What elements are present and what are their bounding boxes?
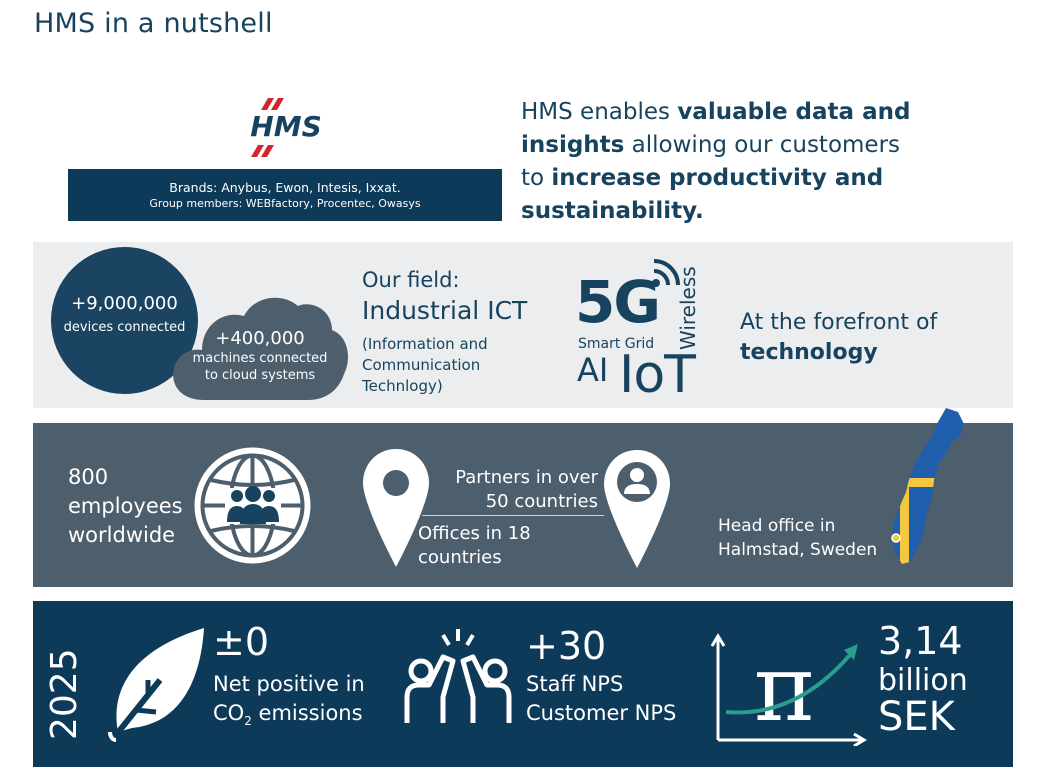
- page-title: HMS in a nutshell: [34, 8, 273, 39]
- co2-label: Net positive in CO2 emissions: [213, 672, 365, 729]
- svg-text:HMS: HMS: [250, 110, 321, 143]
- brands-list: Brands: Anybus, Ewon, Intesis, Ixxat.: [169, 180, 401, 195]
- svg-text:π: π: [754, 635, 814, 742]
- location-pin-person-icon: [604, 450, 670, 568]
- location-pin-icon: [363, 449, 429, 567]
- globe-people-icon: [194, 447, 311, 564]
- hms-logo-icon: HMS: [250, 98, 322, 157]
- field-subtitle: (Information and Communication Technlogy…: [362, 335, 488, 395]
- high-five-icon: [404, 629, 512, 723]
- partners-text: Partners in over 50 countries: [455, 467, 598, 512]
- tagline: HMS enables valuable data and insights a…: [521, 99, 911, 224]
- devices-connected-circle: +9,000,000 devices connected: [51, 247, 198, 394]
- head-office-text: Head office in Halmstad, Sweden: [718, 516, 878, 560]
- target-year: 2025: [44, 648, 85, 740]
- offices-text: Offices in 18 countries: [418, 523, 531, 568]
- tech-wireless: Wireless: [676, 266, 700, 350]
- revenue-unit: billion: [878, 663, 968, 698]
- machines-label-line2: to cloud systems: [204, 368, 316, 383]
- brands-box: Brands: Anybus, Ewon, Intesis, Ixxat. Gr…: [68, 169, 502, 221]
- devices-value: +9,000,000: [71, 293, 178, 314]
- devices-label: devices connected: [63, 320, 186, 335]
- co2-value: ±0: [213, 620, 270, 664]
- tech-5g: 5G: [575, 268, 661, 336]
- machines-label-line1: machines connected: [192, 351, 328, 366]
- tech-iot: IoT: [619, 345, 696, 405]
- pi-growth-chart-icon: π: [710, 633, 867, 746]
- tech-smart-grid: Smart Grid: [578, 336, 655, 352]
- signal-wave-icon: [652, 259, 680, 287]
- tech-ai: AI: [577, 351, 609, 389]
- nps-label: Staff NPS Customer NPS: [526, 672, 677, 725]
- field-title: Industrial ICT: [362, 296, 528, 325]
- sweden-map-icon: [891, 408, 964, 564]
- machines-connected: +400,000 machines connected to cloud sys…: [175, 328, 345, 384]
- leaf-icon: [108, 628, 204, 742]
- cloud-icon: [173, 297, 348, 400]
- machines-value: +400,000: [215, 328, 305, 349]
- employees-text: 800 employees worldwide: [68, 465, 183, 547]
- field-heading: Our field:: [362, 268, 460, 292]
- revenue-value: 3,14: [878, 619, 963, 663]
- revenue-currency: SEK: [878, 694, 955, 740]
- group-members-list: Group members: WEBfactory, Procentec, Ow…: [149, 197, 421, 210]
- divider: [422, 515, 604, 516]
- forefront-text: At the forefront of technology: [740, 310, 938, 365]
- nps-value: +30: [526, 624, 607, 668]
